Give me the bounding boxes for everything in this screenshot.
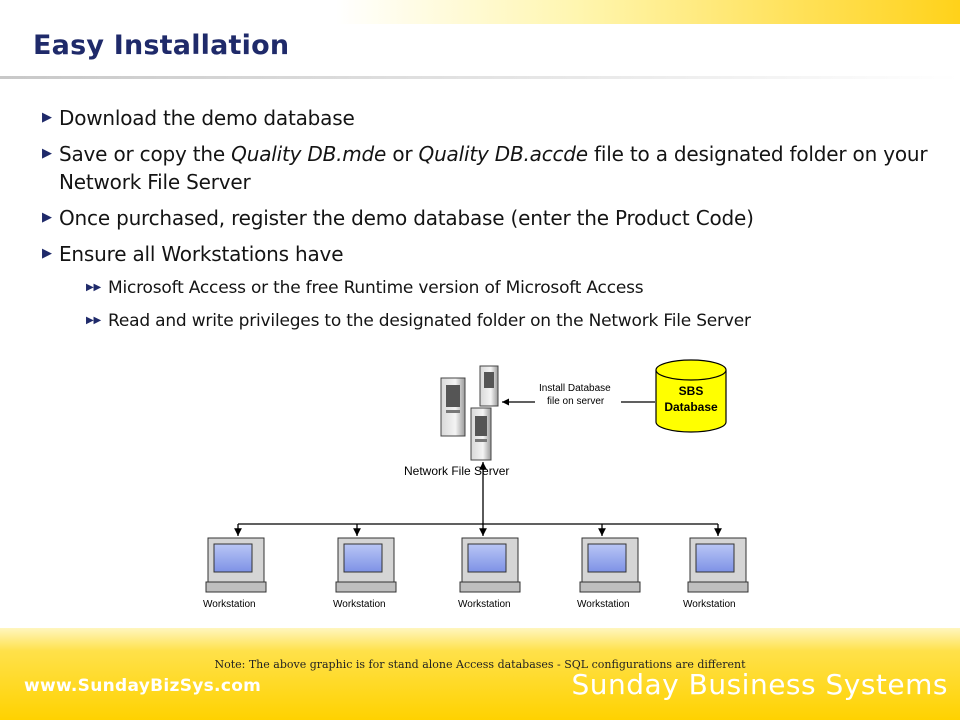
server-icon xyxy=(440,377,466,437)
network-diagram: Network File Server Install Database fil… xyxy=(203,359,749,610)
workstation-icon xyxy=(579,537,641,593)
workstation-label: Workstation xyxy=(333,599,386,610)
server-label: Network File Server xyxy=(404,464,509,478)
db-label-line1: SBS xyxy=(679,384,704,398)
sub-bullet-item: ▶▶ Read and write privileges to the desi… xyxy=(86,311,751,331)
bullet-arrow-icon: ▶ xyxy=(42,110,52,125)
sub-bullet-item: ▶▶ Microsoft Access or the free Runtime … xyxy=(86,278,644,298)
bullet-arrow-icon: ▶ xyxy=(42,210,52,225)
bullet-arrow-icon: ▶ xyxy=(42,146,52,161)
workstation-label: Workstation xyxy=(203,599,256,610)
brand-name: Sunday Business Systems xyxy=(571,668,948,701)
bullet-item: ▶ Once purchased, register the demo data… xyxy=(42,206,754,230)
workstation-label: Workstation xyxy=(577,599,630,610)
server-icon xyxy=(479,365,499,407)
title-bar xyxy=(0,24,960,76)
bullet-item: ▶ Download the demo database xyxy=(42,106,355,130)
workstation-icon xyxy=(205,537,267,593)
workstation-icon xyxy=(687,537,749,593)
workstation-icon xyxy=(459,537,521,593)
bullet-item: ▶ Ensure all Workstations have xyxy=(42,242,344,266)
sub-bullet-arrow-icon: ▶▶ xyxy=(86,282,101,293)
title-divider xyxy=(0,76,960,79)
install-label-line2: file on server xyxy=(547,396,605,407)
bullet-item: ▶ Save or copy the Quality DB.mde or Qua… xyxy=(42,142,928,194)
sub-bullet-arrow-icon: ▶▶ xyxy=(86,315,101,326)
workstation-icon xyxy=(335,537,397,593)
footer-band xyxy=(0,628,960,720)
workstation-label: Workstation xyxy=(683,599,736,610)
website-link[interactable]: www.SundayBizSys.com xyxy=(24,676,262,696)
top-gradient-band xyxy=(0,0,960,24)
database-icon xyxy=(655,359,727,433)
db-label-line2: Database xyxy=(664,400,718,414)
install-label-line1: Install Database xyxy=(539,383,611,394)
bullet-arrow-icon: ▶ xyxy=(42,246,52,261)
slide-title: Easy Installation xyxy=(33,30,290,61)
workstation-label: Workstation xyxy=(458,599,511,610)
bullet-list: ▶ Download the demo database ▶ Save or c… xyxy=(42,104,942,342)
server-icon xyxy=(470,407,492,461)
footer-note: Note: The above graphic is for stand alo… xyxy=(214,658,746,671)
